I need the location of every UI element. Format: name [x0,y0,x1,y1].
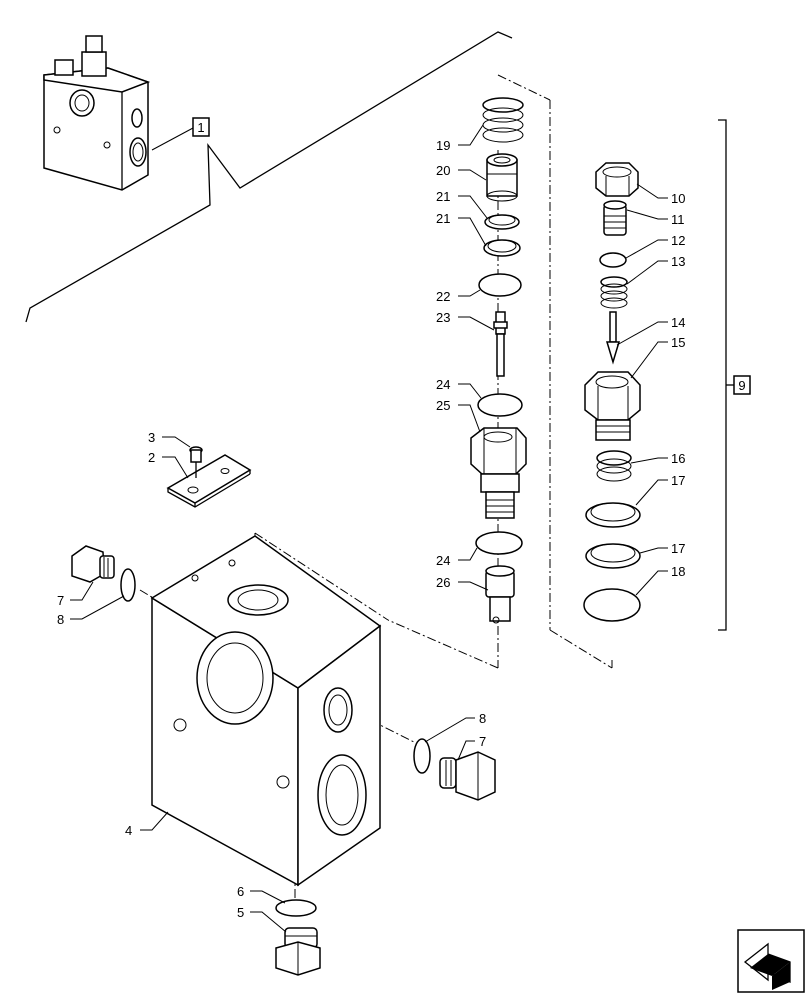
plate-2 [166,454,252,508]
break-line [25,31,513,323]
bracket-9 [718,119,727,631]
fitting-25 [470,427,527,519]
fitting-15 [584,371,641,441]
valve-block-4 [150,535,382,887]
ring-17-b [585,543,641,569]
callout-7-left: 7 [57,593,64,608]
leader-lines [70,124,668,933]
callout-14: 14 [671,315,685,330]
callout-8-left: 8 [57,612,64,627]
callout-19: 19 [436,138,450,153]
callout-25: 25 [436,398,450,413]
o-ring-24-lower [475,531,523,555]
ring-21-b [483,239,521,257]
callout-21-b: 21 [436,211,450,226]
callout-11: 11 [671,212,685,227]
spring-19 [482,97,524,143]
spring-13 [600,276,628,309]
callout-7-right: 7 [479,734,486,749]
callout-5: 5 [237,905,244,920]
callout-21-a: 21 [436,189,450,204]
callout-22: 22 [436,289,450,304]
o-ring-8-right [413,738,431,774]
callout-18: 18 [671,564,685,579]
callout-17-b: 17 [671,541,685,556]
callout-8-right: 8 [479,711,486,726]
plug-7-right [439,751,496,801]
ring-17-a [585,502,641,528]
callout-4: 4 [125,823,132,838]
callout-2: 2 [148,450,155,465]
callout-box-9 [733,375,751,395]
callout-6: 6 [237,884,244,899]
callout-box-1 [192,117,210,137]
callout-26: 26 [436,575,450,590]
plunger-26 [485,565,515,624]
needle-14 [605,311,621,365]
o-ring-8-left [120,568,136,602]
callout-20: 20 [436,163,450,178]
valve-assembly-1 [43,35,151,191]
callout-3: 3 [148,430,155,445]
callout-15: 15 [671,335,685,350]
callout-12: 12 [671,233,685,248]
callout-24-upper: 24 [436,377,450,392]
callout-23: 23 [436,310,450,325]
callout-24-lower: 24 [436,553,450,568]
callout-10: 10 [671,191,685,206]
o-ring-6 [275,899,317,917]
plug-7-left [71,545,115,583]
callout-17-a: 17 [671,473,685,488]
callout-13: 13 [671,254,685,269]
o-ring-24-upper [477,393,523,417]
plug-5 [275,927,321,976]
ring-21-a [484,214,520,230]
callout-1: 1 [197,120,204,135]
callout-9: 9 [738,378,745,393]
o-ring-18 [583,588,641,622]
pin-23 [493,311,508,377]
callout-16: 16 [671,451,685,466]
screw-3 [189,446,203,478]
o-ring-12 [599,252,627,268]
spring-16 [596,450,632,482]
bushing-20 [486,153,518,202]
next-page-arrow-icon[interactable] [737,929,805,993]
callout-labels: 3 2 4 6 5 7 8 8 7 19 20 21 21 22 23 24 2… [57,138,685,920]
nut-10 [595,162,639,197]
fitting-11 [603,200,627,236]
o-ring-22 [478,273,522,297]
